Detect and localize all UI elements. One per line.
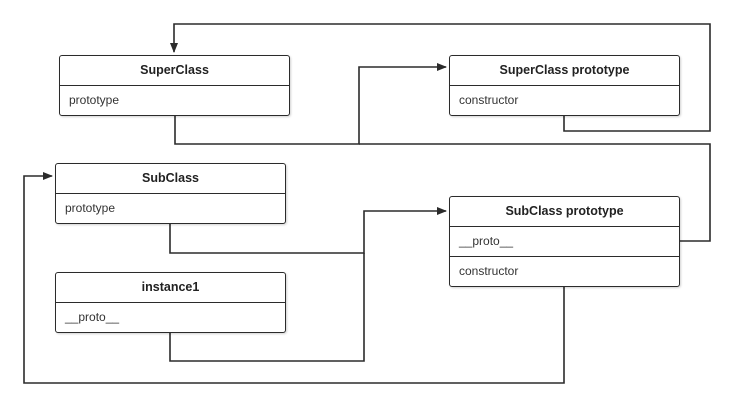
edge-constructor-to-superclass — [170, 23, 711, 132]
node-title: SubClass — [56, 164, 285, 194]
node-title: instance1 — [56, 273, 285, 303]
node-field-prototype: prototype — [69, 93, 120, 107]
node-field-prototype: prototype — [65, 201, 116, 215]
edge-subclass-constructor-to-subclass — [23, 172, 565, 384]
node-field-constructor: constructor — [450, 256, 679, 286]
edge-subclass-proto-to-superclass-prototype — [359, 143, 711, 242]
node-title: SubClass prototype — [450, 197, 679, 227]
edge-instance1-proto-to-subclass-prototype — [169, 253, 365, 362]
instance1-node: instance1 __proto__ — [55, 272, 286, 333]
subclass-node: SubClass prototype — [55, 163, 286, 224]
node-title: SuperClass prototype — [450, 56, 679, 86]
node-field-constructor: constructor — [459, 93, 519, 107]
subclass-prototype-node: SubClass prototype __proto__ constructor — [449, 196, 680, 287]
superclass-node: SuperClass prototype — [59, 55, 290, 116]
node-title: SuperClass — [60, 56, 289, 86]
node-field-proto: __proto__ — [65, 310, 120, 324]
node-field-proto: __proto__ — [459, 234, 514, 248]
superclass-prototype-node: SuperClass prototype constructor — [449, 55, 680, 116]
